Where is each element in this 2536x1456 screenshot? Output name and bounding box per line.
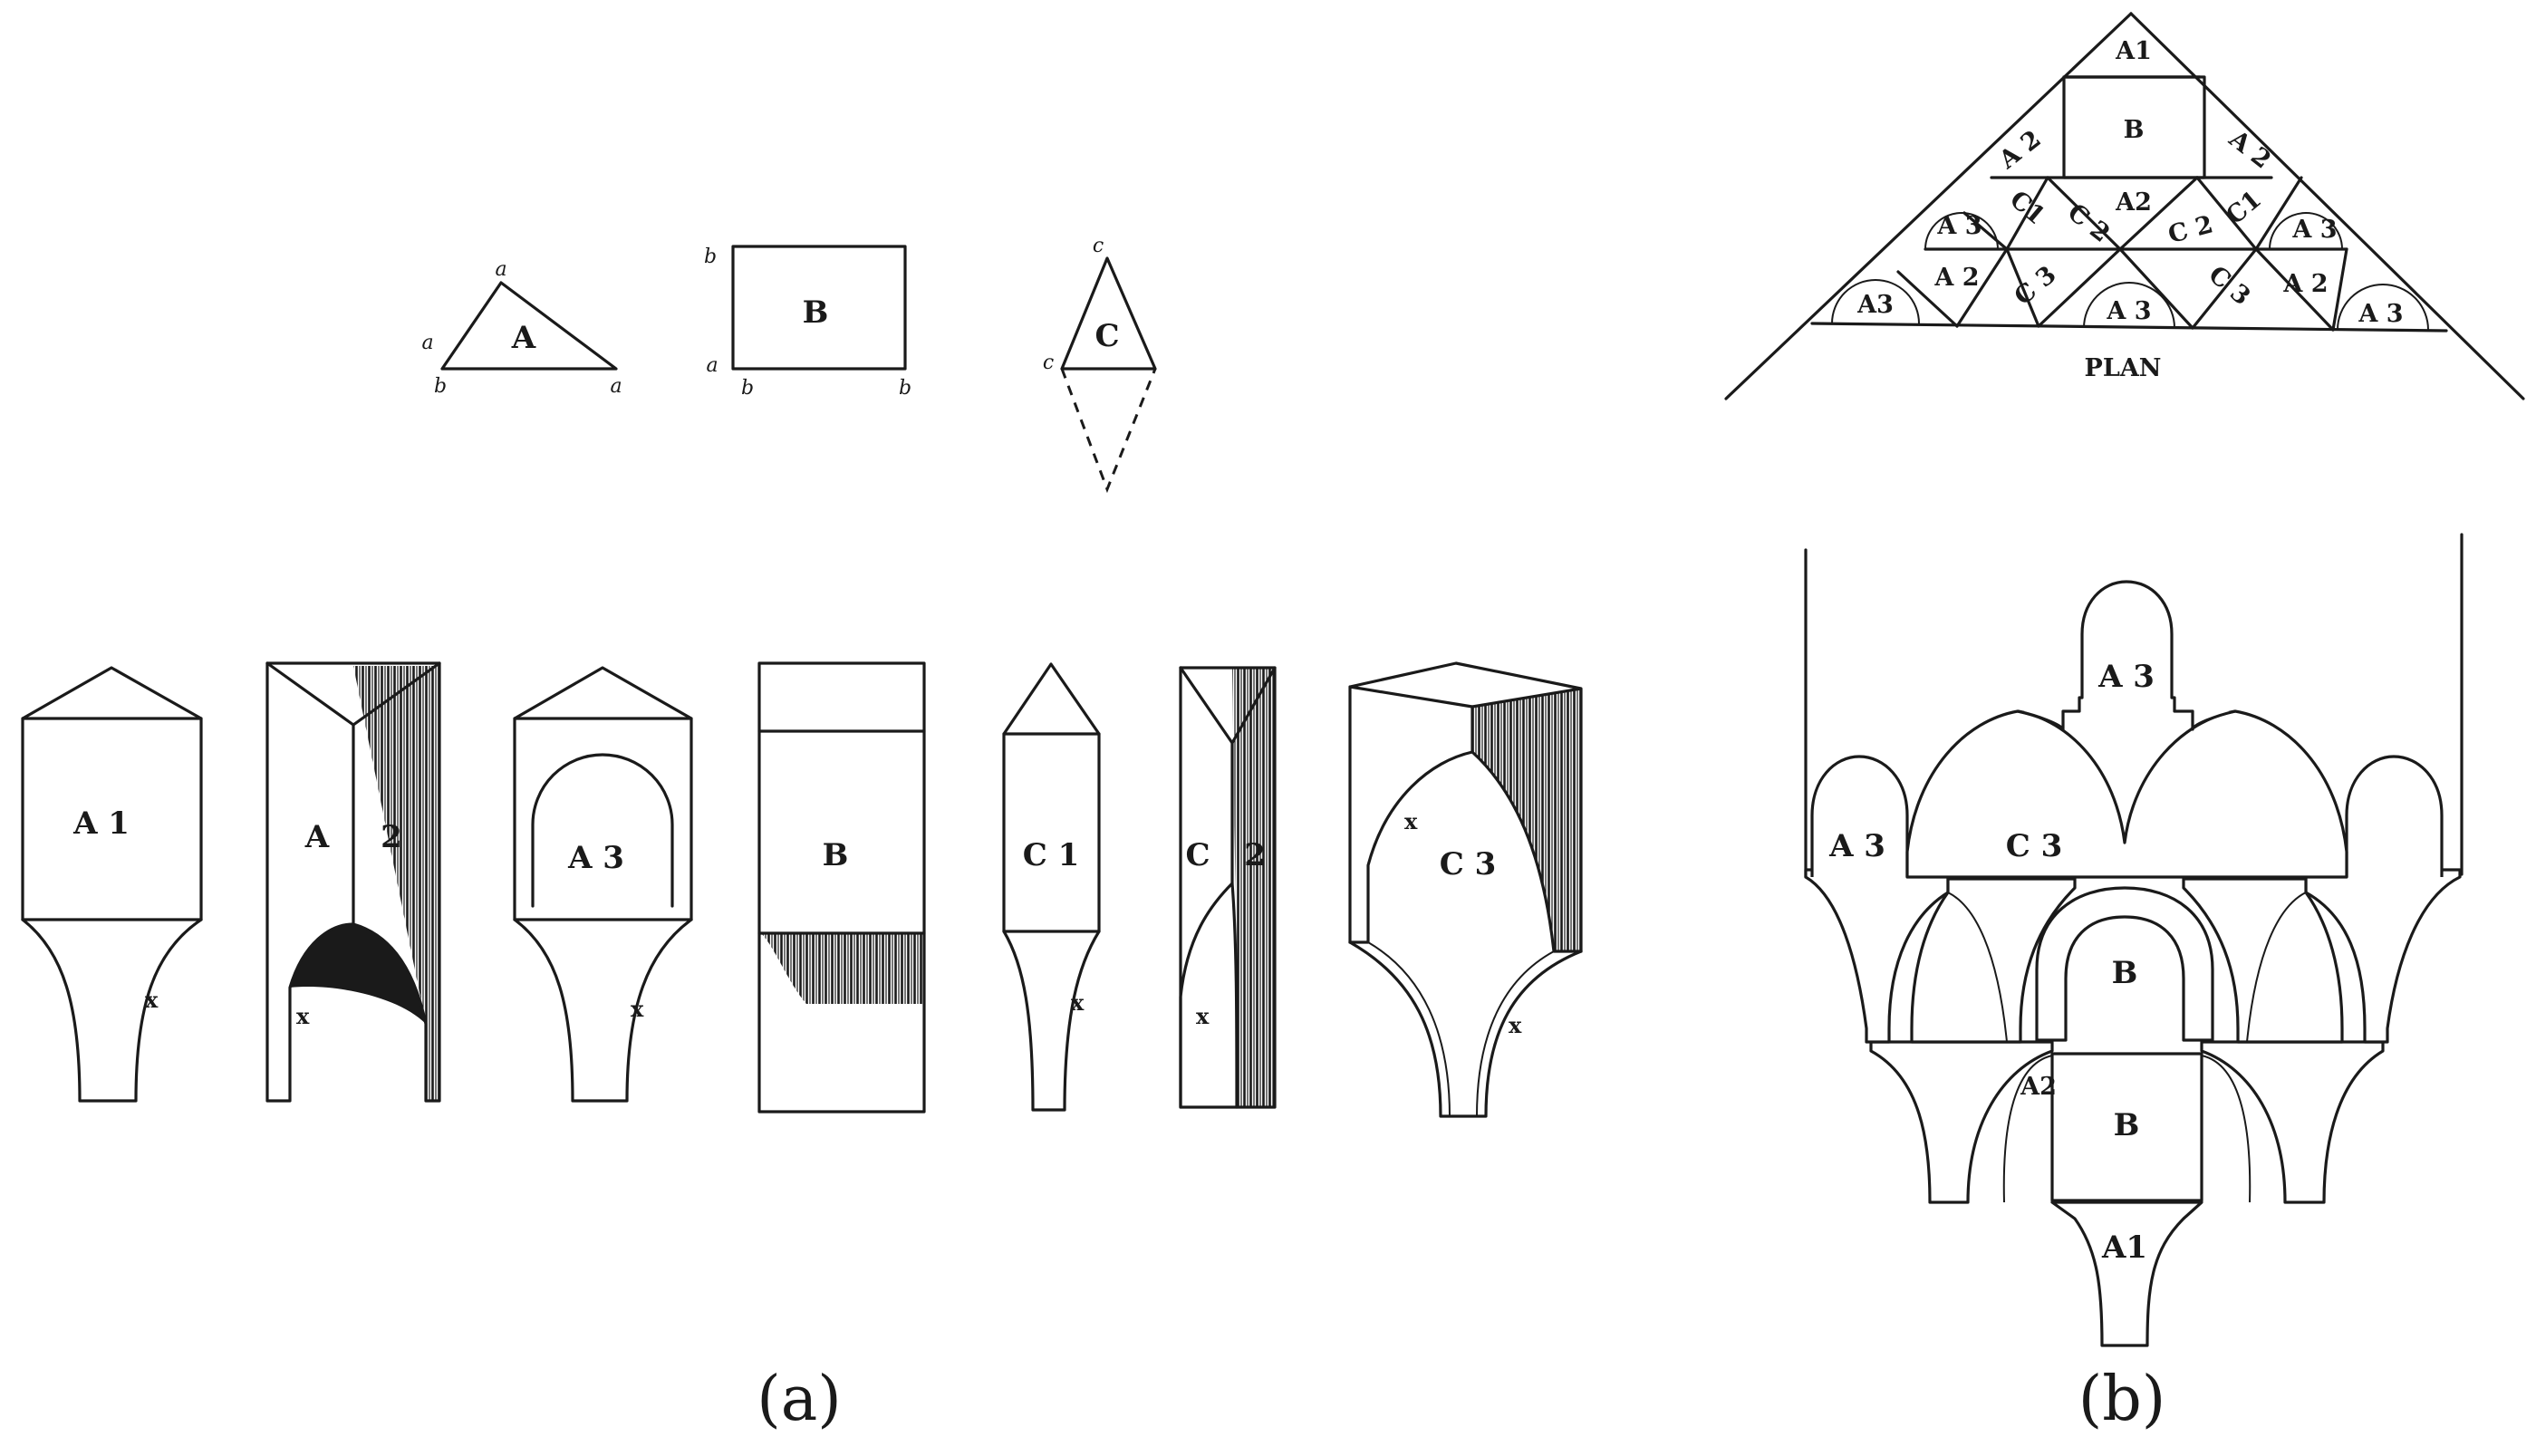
x-mark: x <box>631 996 644 1022</box>
plan-label: A3 <box>1856 291 1894 319</box>
caption-b: (b) <box>2078 1364 2166 1435</box>
x-mark: x <box>296 1003 310 1029</box>
plan-label: A2 <box>2115 188 2152 217</box>
x-mark: x <box>1509 1012 1522 1038</box>
piece-c2: C 2 x <box>1179 666 1277 1109</box>
panel-a: A a a b a B b a b b C c c A 1 x <box>21 235 1583 1435</box>
plan-label: A 3 <box>2358 300 2403 328</box>
basic-shape-triangle-a: A a a b a <box>421 258 622 398</box>
elev-label-b-upper: B <box>2112 955 2138 991</box>
plan-label: A 2 <box>2282 270 2328 298</box>
piece-a2-label-right: 2 <box>381 819 402 855</box>
plan-label-top: A1 <box>2115 37 2152 65</box>
plan-label: A 3 <box>2291 216 2337 244</box>
plan-label-b: B <box>2124 116 2145 144</box>
vertex-label: c <box>1043 352 1054 374</box>
piece-c1-label: C 1 <box>1023 837 1080 873</box>
vertex-label: c <box>1093 235 1104 257</box>
elev-label-a1: A1 <box>2101 1229 2147 1266</box>
vertex-label: b <box>704 246 717 268</box>
plan-title: PLAN <box>2085 354 2162 382</box>
elev-label-top: A 3 <box>2097 659 2155 695</box>
piece-c2-label-right: 2 <box>1244 837 1266 873</box>
elev-label-left: A 3 <box>1828 828 1885 864</box>
panel-b: A1 B A 2 A 2 A 3 C1 C 2 A2 C 2 C1 A 3 A3… <box>1724 12 2525 1435</box>
shape-c-label: C <box>1094 318 1119 354</box>
piece-a2: A 2 x <box>265 661 441 1103</box>
piece-c3-label: C 3 <box>1440 846 1497 882</box>
vertex-label: b <box>899 377 911 400</box>
elev-label-middle: C 3 <box>2006 828 2063 864</box>
piece-a3-label: A 3 <box>567 840 624 876</box>
basic-shape-rhombus-c: C c c <box>1043 235 1157 494</box>
plan-label: C1 <box>2221 186 2267 231</box>
plan-label: C 2 <box>2062 198 2115 248</box>
plan-label: A 3 <box>1936 212 1982 240</box>
piece-c1: C 1 x <box>1002 662 1101 1112</box>
plan-label: C 3 <box>2010 261 2062 312</box>
piece-c2-label-left: C <box>1185 837 1210 873</box>
piece-a1-label: A 1 <box>72 805 130 842</box>
x-mark: x <box>1071 989 1085 1016</box>
plan-label: A 2 <box>1933 264 1979 292</box>
piece-a3: A 3 x <box>513 666 693 1103</box>
plan-label: A 3 <box>2106 297 2151 325</box>
elev-label-a2: A2 <box>2020 1073 2057 1101</box>
plan-diagram: A1 B A 2 A 2 A 3 C1 C 2 A2 C 2 C1 A 3 A3… <box>1724 12 2525 400</box>
vertex-label: a <box>495 258 506 281</box>
caption-a: (a) <box>757 1364 842 1435</box>
piece-a2-label-left: A <box>304 819 330 855</box>
vertex-label: b <box>741 377 754 400</box>
elev-label-b-lower: B <box>2114 1107 2140 1143</box>
basic-shape-rectangle-b: B b a b b <box>704 245 911 400</box>
x-mark: x <box>1404 808 1418 834</box>
piece-b-label: B <box>823 837 849 873</box>
elevation-diagram: A1 B A2 B A 3 A 3 C 3 <box>1804 533 2464 1347</box>
vertex-label: a <box>421 332 433 354</box>
vertex-label: a <box>706 354 718 377</box>
piece-c3: C 3 x x <box>1348 661 1583 1118</box>
piece-b: B <box>757 661 926 1114</box>
x-mark: x <box>145 987 159 1013</box>
plan-label: A 2 <box>2223 124 2277 174</box>
piece-a1: A 1 x <box>21 666 203 1103</box>
plan-label: C 2 <box>2165 210 2216 249</box>
plan-label: A 2 <box>1993 125 2047 175</box>
x-mark: x <box>1196 1003 1210 1029</box>
shape-b-label: B <box>803 294 829 331</box>
shape-a-label: A <box>511 320 536 356</box>
vertex-label: a <box>610 375 622 398</box>
plan-label: C1 <box>2004 186 2050 231</box>
vertex-label: b <box>434 375 447 398</box>
